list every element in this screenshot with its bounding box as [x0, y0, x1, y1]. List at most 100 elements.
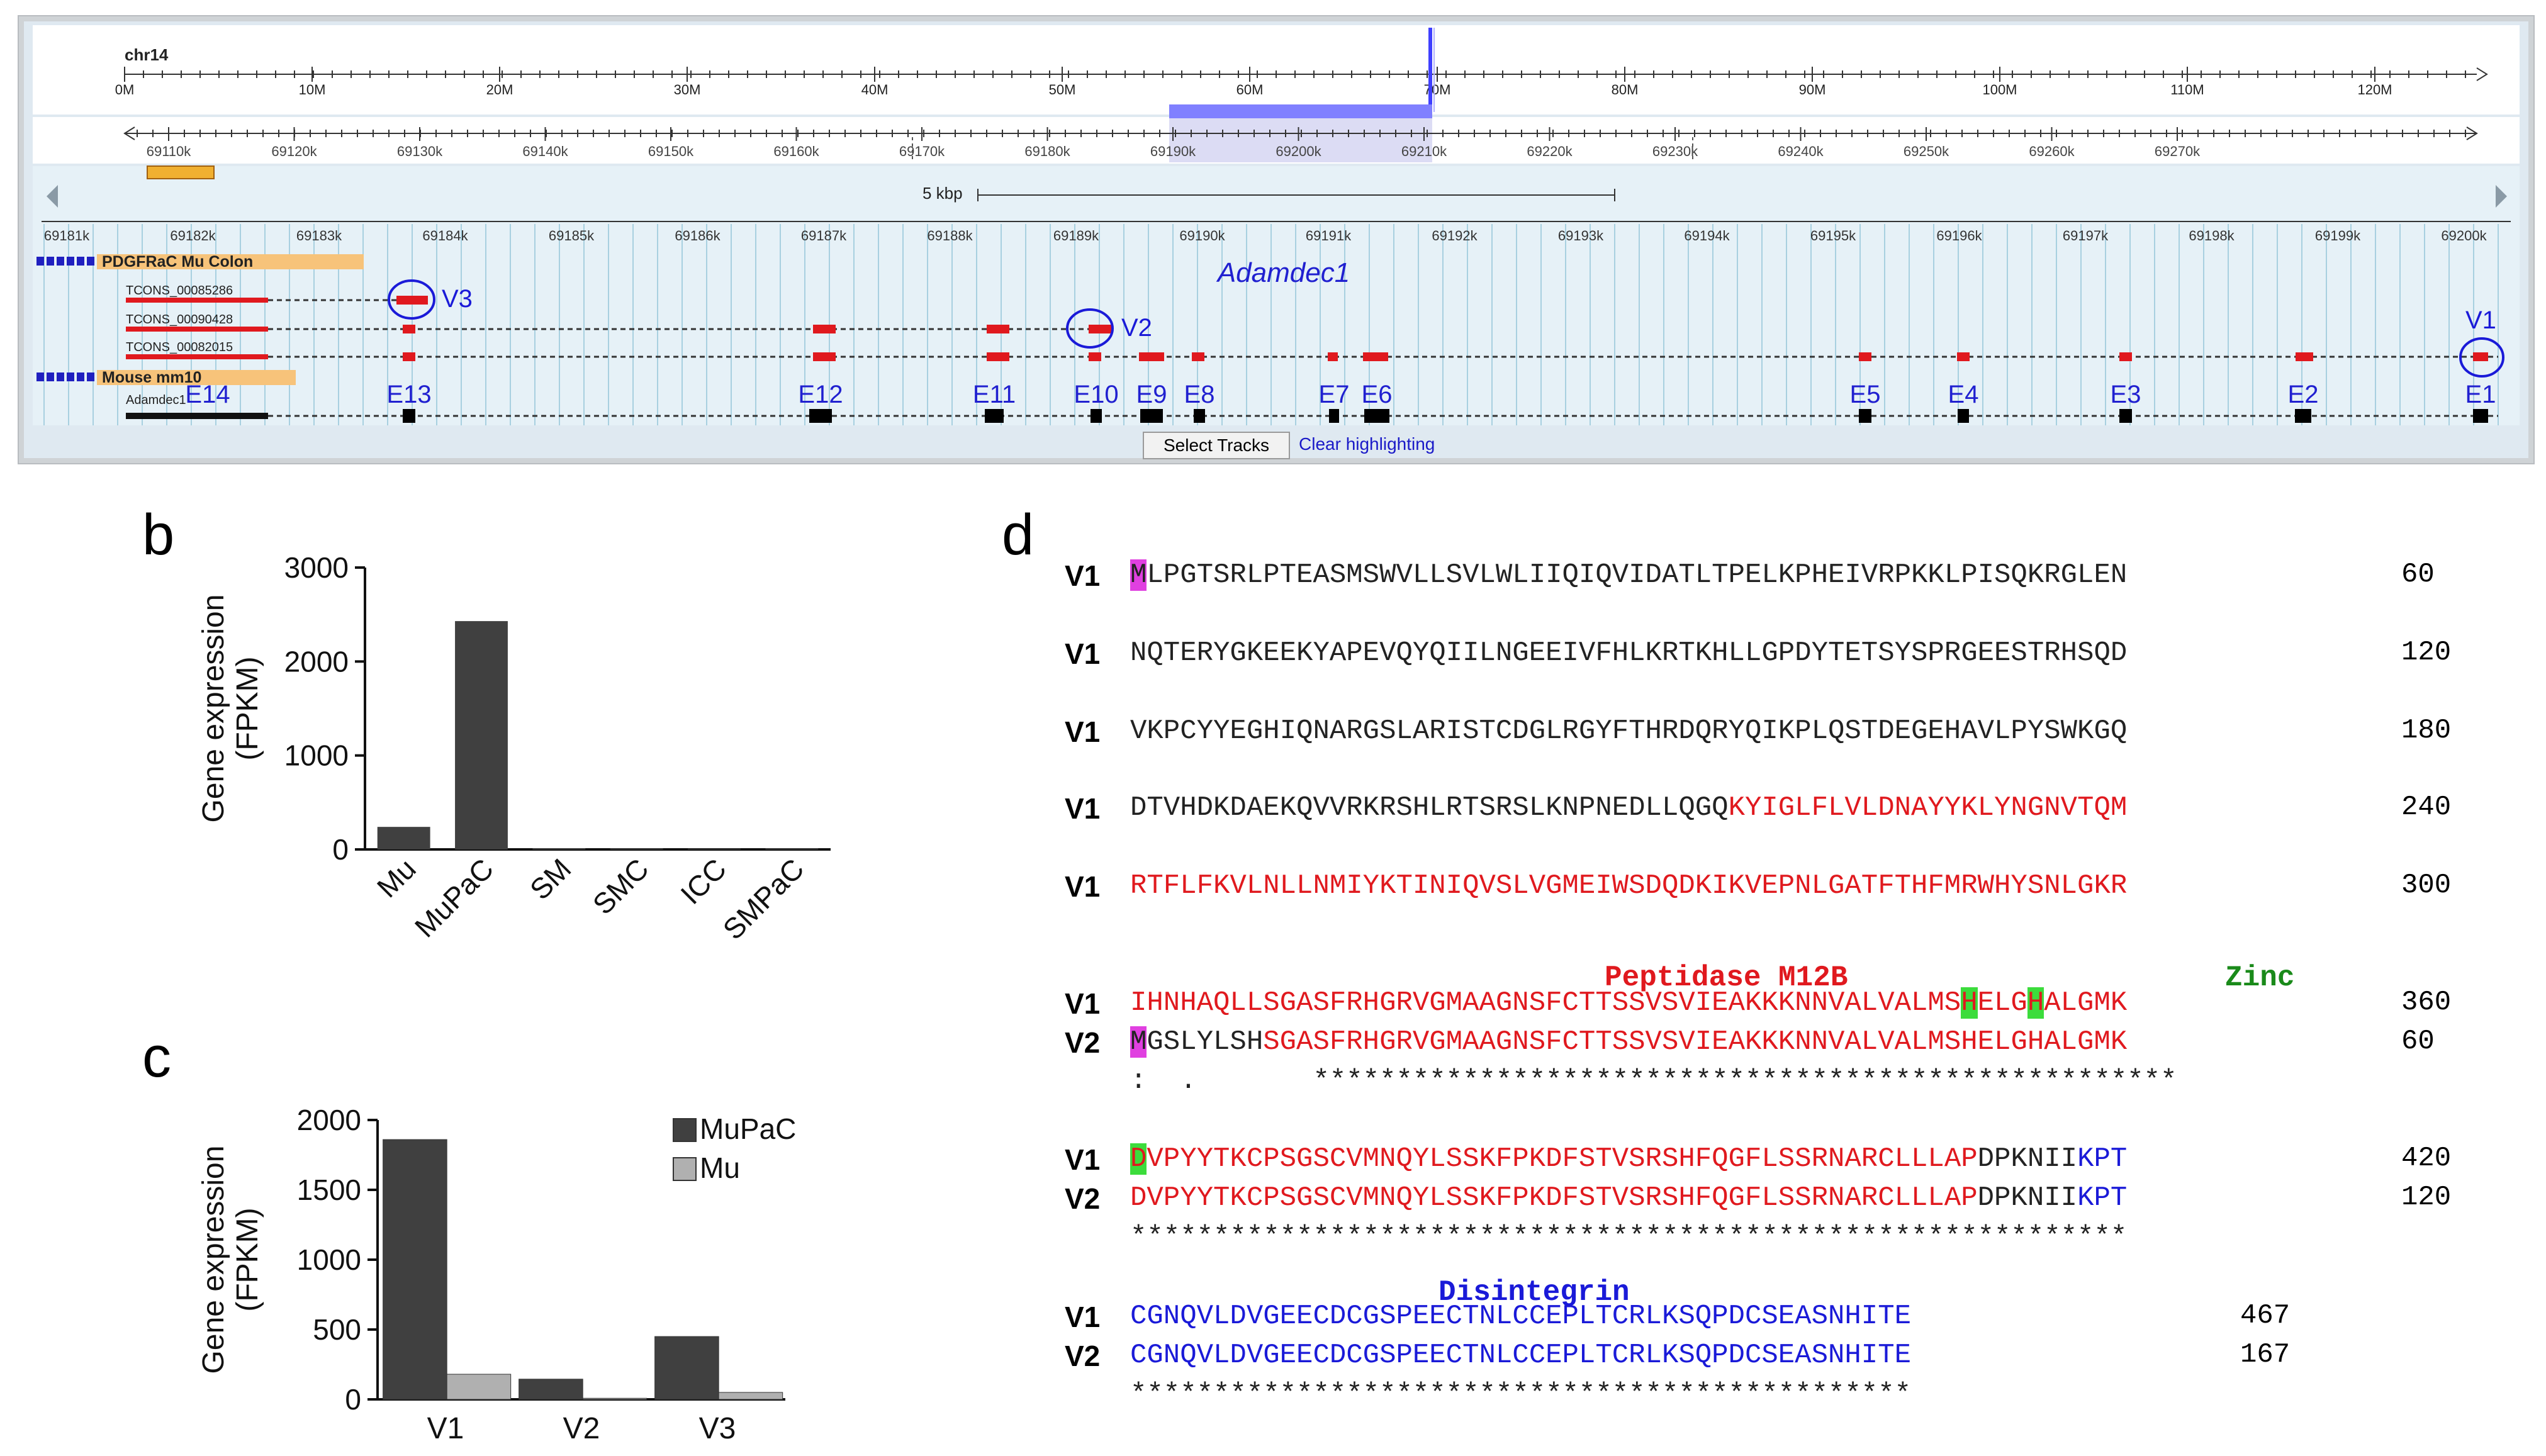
detail-tick-label: 69199k: [2315, 228, 2361, 244]
sequence-label: V1: [1065, 792, 1101, 825]
exon-label: E6: [1362, 381, 1393, 408]
sequence-segment: KYIGLFLVLDNAYYKLYNGNVTQM: [1728, 792, 2128, 824]
legend-swatch: [673, 1157, 697, 1181]
detail-tick-label: 69198k: [2189, 228, 2235, 244]
refgene-exon: [1329, 409, 1339, 423]
track-control-icon[interactable]: [57, 372, 64, 381]
transcript-exon: [403, 352, 415, 361]
track2-label-bg: [97, 370, 296, 385]
sequence-segment: NQTERYGKEEKYAPEVQYQIILNGEEIVFHLKRTKHLLGP…: [1130, 637, 2128, 669]
sequence-segment: ALGMK: [2044, 987, 2128, 1019]
x-tick-label: ICC: [674, 852, 732, 910]
sequence-label: V1: [1065, 559, 1101, 592]
detail-tick-label: 69192k: [1432, 228, 1478, 244]
track-control-icon[interactable]: [77, 372, 84, 381]
sequence-label: V1: [1065, 637, 1101, 670]
track-control-icon[interactable]: [87, 257, 94, 266]
sequence-label: V2: [1065, 1340, 1101, 1372]
transcript-utr: [126, 298, 268, 303]
track-control-icon[interactable]: [67, 372, 74, 381]
chrom-label: chr14: [125, 45, 169, 64]
track-control-icon[interactable]: [36, 257, 44, 266]
y-tick-label: 2000: [284, 645, 349, 678]
legend-swatch: [673, 1118, 697, 1142]
scale-label: 5 kbp: [923, 184, 963, 203]
region-tick-label: 69130k: [397, 143, 443, 159]
overview-position-marker-edge: [1433, 28, 1435, 112]
sequence-position: 360: [2401, 987, 2452, 1018]
transcript-exon: [1957, 352, 1970, 361]
sequence-line: IHNHAQLLSGASFRHGRVGMAAGNSFCTTSSVSVIEAKKK…: [1130, 985, 2127, 1021]
legend-label: Mu: [700, 1151, 740, 1184]
scroll-right-icon[interactable]: [2496, 185, 2507, 208]
track-control-icon[interactable]: [36, 372, 44, 381]
sequence-segment: VKPCYYEGHIQNARGSLARISTCDGLRGYFTHRDQRYQIK…: [1130, 715, 2128, 747]
overview-tick-label: 0M: [115, 82, 135, 98]
sequence-segment: DPKNII: [1977, 1143, 2078, 1175]
sequence-line: CGNQVLDVGEECDCGSPEECTNLCCEPLTCRLKSQPDCSE…: [1130, 1299, 1911, 1334]
scroll-left-icon[interactable]: [47, 185, 58, 208]
sequence-label: V1: [1065, 715, 1101, 748]
highlighted-residue: D: [1130, 1143, 1147, 1175]
sequence-position: 167: [2240, 1339, 2291, 1370]
x-tick-label: V1: [427, 1412, 464, 1445]
region-tick-label: 69110k: [147, 143, 192, 159]
track-control-icon[interactable]: [77, 257, 84, 266]
domain-label-zinc: Zinc: [2225, 961, 2295, 994]
detail-tick-label: 69193k: [1558, 228, 1604, 244]
x-tick-label: SM: [524, 852, 578, 906]
overview-tick-label: 110M: [2170, 82, 2204, 98]
domain-label-disintegrin: Disintegrin: [1438, 1276, 1630, 1309]
y-tick-label: 0: [345, 1383, 361, 1416]
refgene-exon: [809, 409, 832, 423]
refgene-exon: [1194, 409, 1205, 423]
y-axis-label: Gene expression(FPKM): [197, 1146, 264, 1374]
track-control-icon[interactable]: [47, 372, 54, 381]
sequence-line: MGSLYLSHSGASFRHGRVGMAAGNSFCTTSSVSVIEAKKK…: [1130, 1024, 2127, 1060]
sequence-position: 120: [2401, 1182, 2452, 1213]
variant-label-v3: V3: [442, 285, 473, 313]
y-axis-label: Gene expression(FPKM): [197, 595, 264, 823]
exon-label: E12: [798, 381, 843, 408]
transcript-exon: [1328, 352, 1338, 361]
detail-tick-label: 69197k: [2063, 228, 2109, 244]
sequence-label: V1: [1065, 987, 1101, 1020]
bar-mupac: [654, 1336, 719, 1400]
transcript-exon: [396, 296, 428, 305]
track-control-icon[interactable]: [87, 372, 94, 381]
detail-tick-label: 69186k: [675, 228, 721, 244]
detail-tick-label: 69190k: [1179, 228, 1225, 244]
sequence-position: 60: [2401, 1026, 2435, 1057]
track-control-icon[interactable]: [67, 257, 74, 266]
track-control-icon[interactable]: [57, 257, 64, 266]
panel-letter-c: c: [142, 1025, 171, 1089]
conservation-line: : . ************************************…: [1130, 1065, 2177, 1097]
exon-label: E14: [185, 381, 230, 408]
region-tick-label: 69200k: [1276, 143, 1321, 159]
overview-position-marker: [1428, 28, 1432, 112]
refgene-label: Adamdec1: [126, 393, 186, 407]
exon-label: E2: [2288, 381, 2319, 408]
region-tick-label: 69260k: [2029, 143, 2075, 159]
sequence-segment: SGASFRHGRVGMAAGNSFCTTSSVSVIEAKKKNNVALVAL…: [1263, 1026, 2128, 1058]
select-tracks-button[interactable]: Select Tracks: [1143, 432, 1290, 459]
detail-tick-label: 69187k: [801, 228, 847, 244]
clear-highlighting-link[interactable]: Clear highlighting: [1299, 434, 1435, 454]
overview-tick-label: 100M: [1982, 82, 2017, 98]
region-tick-label: 69270k: [2155, 143, 2201, 159]
overview-tick-label: 90M: [1799, 82, 1826, 98]
sequence-segment: CGNQVLDVGEECDCGSPEECTNLCCEPLTCRLKSQPDCSE…: [1130, 1301, 1912, 1332]
bar: [377, 827, 430, 849]
transcript-exon: [987, 325, 1009, 333]
feature-marker: [147, 165, 215, 179]
track-control-icon[interactable]: [47, 257, 54, 266]
sequence-line: CGNQVLDVGEECDCGSPEECTNLCCEPLTCRLKSQPDCSE…: [1130, 1338, 1911, 1373]
x-tick-label: V2: [563, 1412, 600, 1445]
transcript-exon: [1859, 352, 1871, 361]
highlighted-residue: M: [1130, 1026, 1147, 1058]
exon-label: E13: [386, 381, 431, 408]
conservation-line: ****************************************…: [1130, 1379, 1912, 1410]
panel-letter-d: d: [1002, 503, 1035, 567]
bar-mu: [582, 1397, 648, 1400]
